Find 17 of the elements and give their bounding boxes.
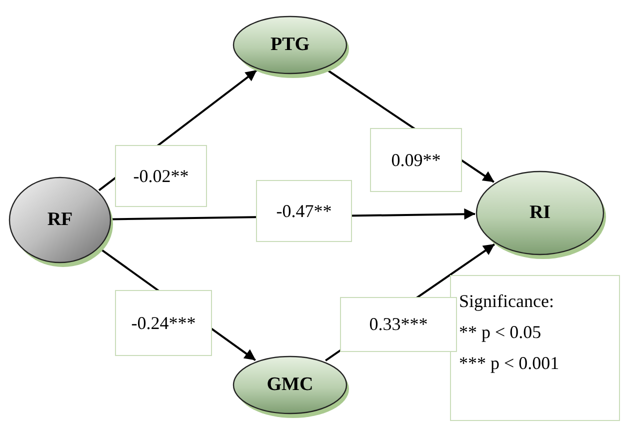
edge-label: 0.09** — [370, 128, 462, 192]
edge-label: -0.24*** — [115, 290, 212, 356]
variable-ellipse — [232, 354, 348, 416]
variable-ellipse — [232, 14, 348, 76]
variable-ellipse — [475, 169, 605, 257]
variable-label: RI — [528, 202, 552, 224]
variable-label: PTG — [269, 34, 311, 56]
edge-label: -0.47** — [256, 180, 352, 242]
legend-text: ** p < 0.05 — [459, 321, 542, 344]
variable-label: RF — [46, 209, 74, 231]
edge-label: 0.33*** — [340, 297, 457, 352]
variable-label: GMC — [266, 374, 314, 396]
legend-box — [450, 275, 620, 421]
legend-title: Significance: — [459, 290, 555, 313]
edge-label: -0.02** — [115, 145, 207, 207]
variable-ellipse — [8, 175, 112, 265]
legend-text: *** p < 0.001 — [459, 352, 560, 375]
